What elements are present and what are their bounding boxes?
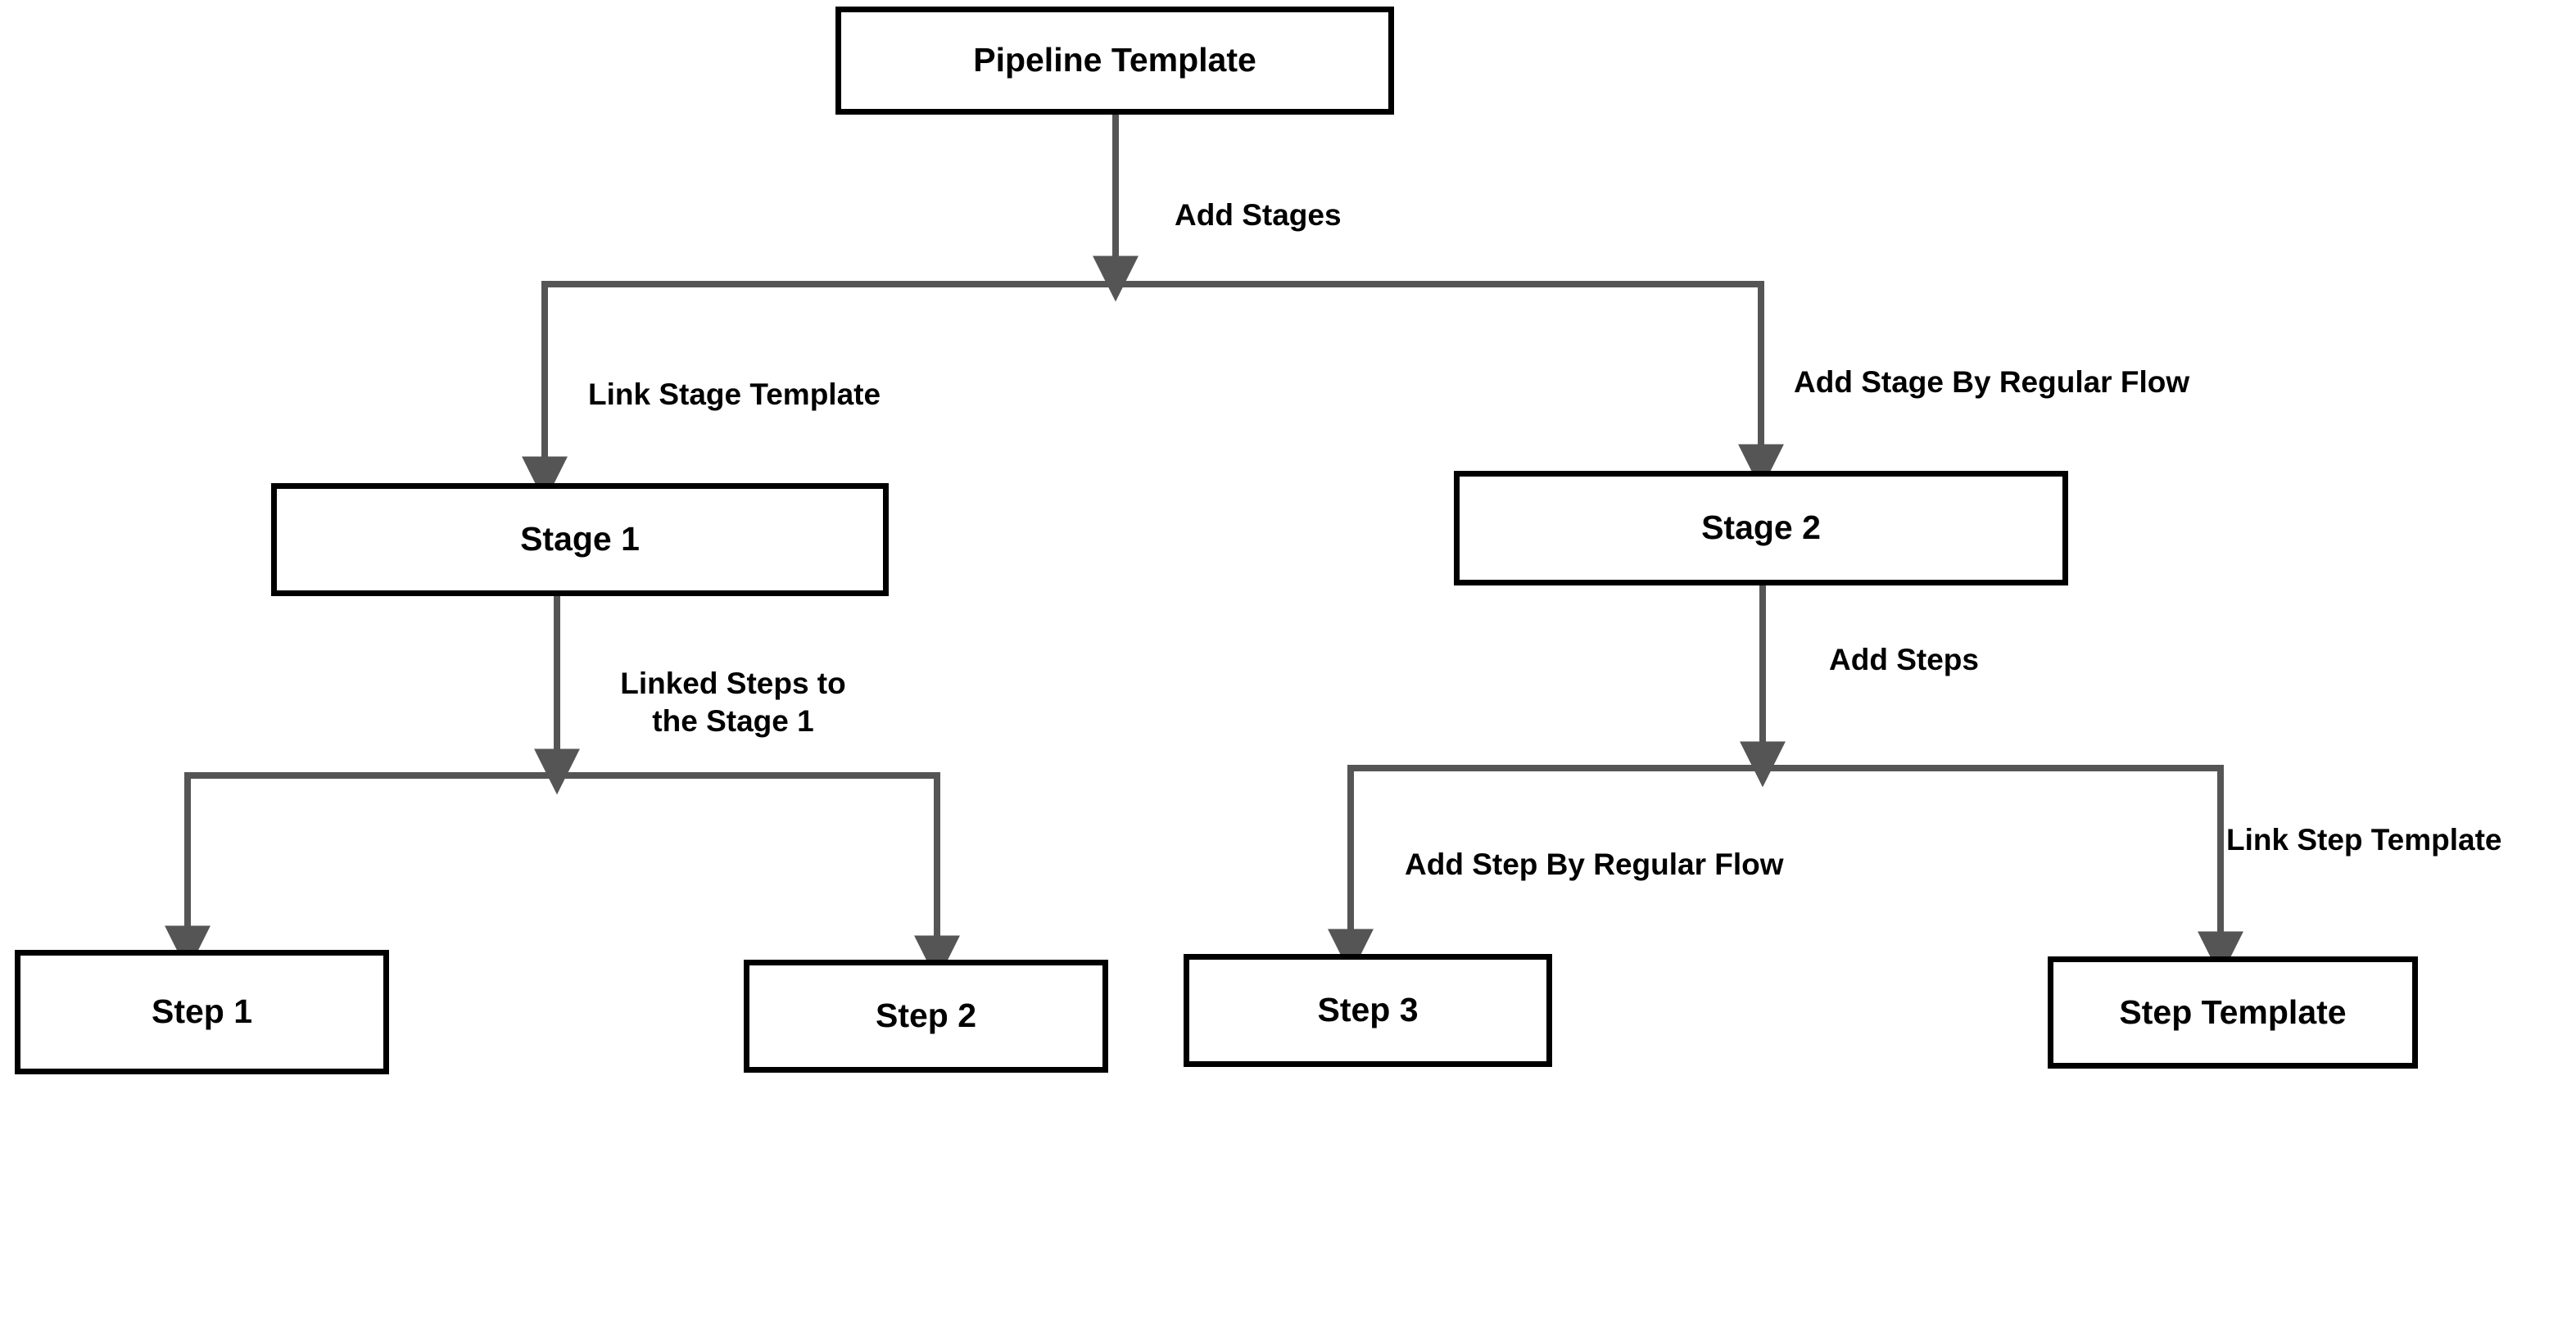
node-pipeline-template-label: Pipeline Template [973, 41, 1256, 79]
node-step-template[interactable]: Step Template [2048, 956, 2418, 1069]
edge-label-add-stage-by-regular-flow: Add Stage By Regular Flow [1794, 365, 2190, 399]
node-step-3-label: Step 3 [1317, 991, 1419, 1029]
node-step-1[interactable]: Step 1 [15, 950, 389, 1074]
edge-label-add-steps: Add Steps [1829, 643, 1979, 676]
node-stage-1-label: Stage 1 [520, 520, 640, 558]
edge-label-add-step-by-regular-flow: Add Step By Regular Flow [1405, 848, 1784, 881]
node-step-template-label: Step Template [2119, 992, 2347, 1031]
node-stage-2-label: Stage 2 [1701, 509, 1821, 547]
edge-label-add-stages: Add Stages [1175, 198, 1342, 232]
node-stage-1[interactable]: Stage 1 [271, 483, 889, 596]
edge-label-linked-steps-to-the-stage-1: Linked Steps to the Stage 1 [620, 667, 846, 739]
node-pipeline-template[interactable]: Pipeline Template [835, 7, 1394, 115]
node-step-1-label: Step 1 [151, 992, 253, 1031]
edge-label-link-step-template: Link Step Template [2226, 823, 2502, 857]
node-step-2[interactable]: Step 2 [744, 960, 1108, 1073]
edge-label-link-stage-template: Link Stage Template [588, 377, 881, 411]
node-step-2-label: Step 2 [875, 997, 977, 1035]
node-stage-2[interactable]: Stage 2 [1454, 471, 2068, 585]
node-step-3[interactable]: Step 3 [1184, 954, 1552, 1067]
